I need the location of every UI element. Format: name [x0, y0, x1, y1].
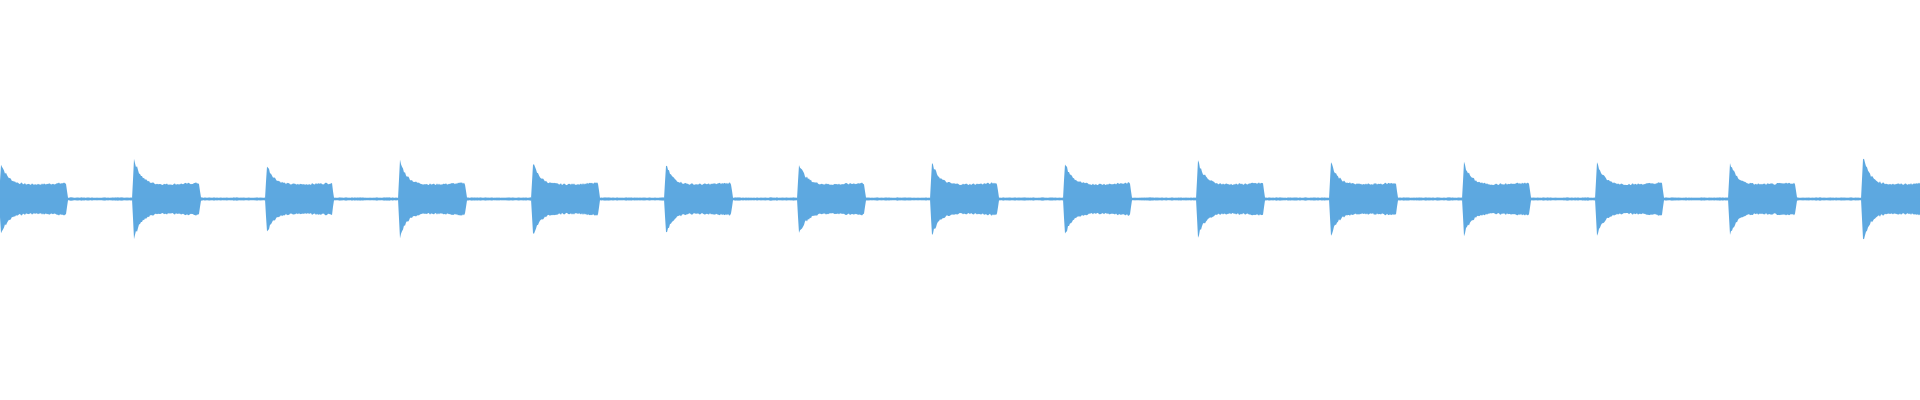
- waveform-center-line: [0, 198, 1920, 200]
